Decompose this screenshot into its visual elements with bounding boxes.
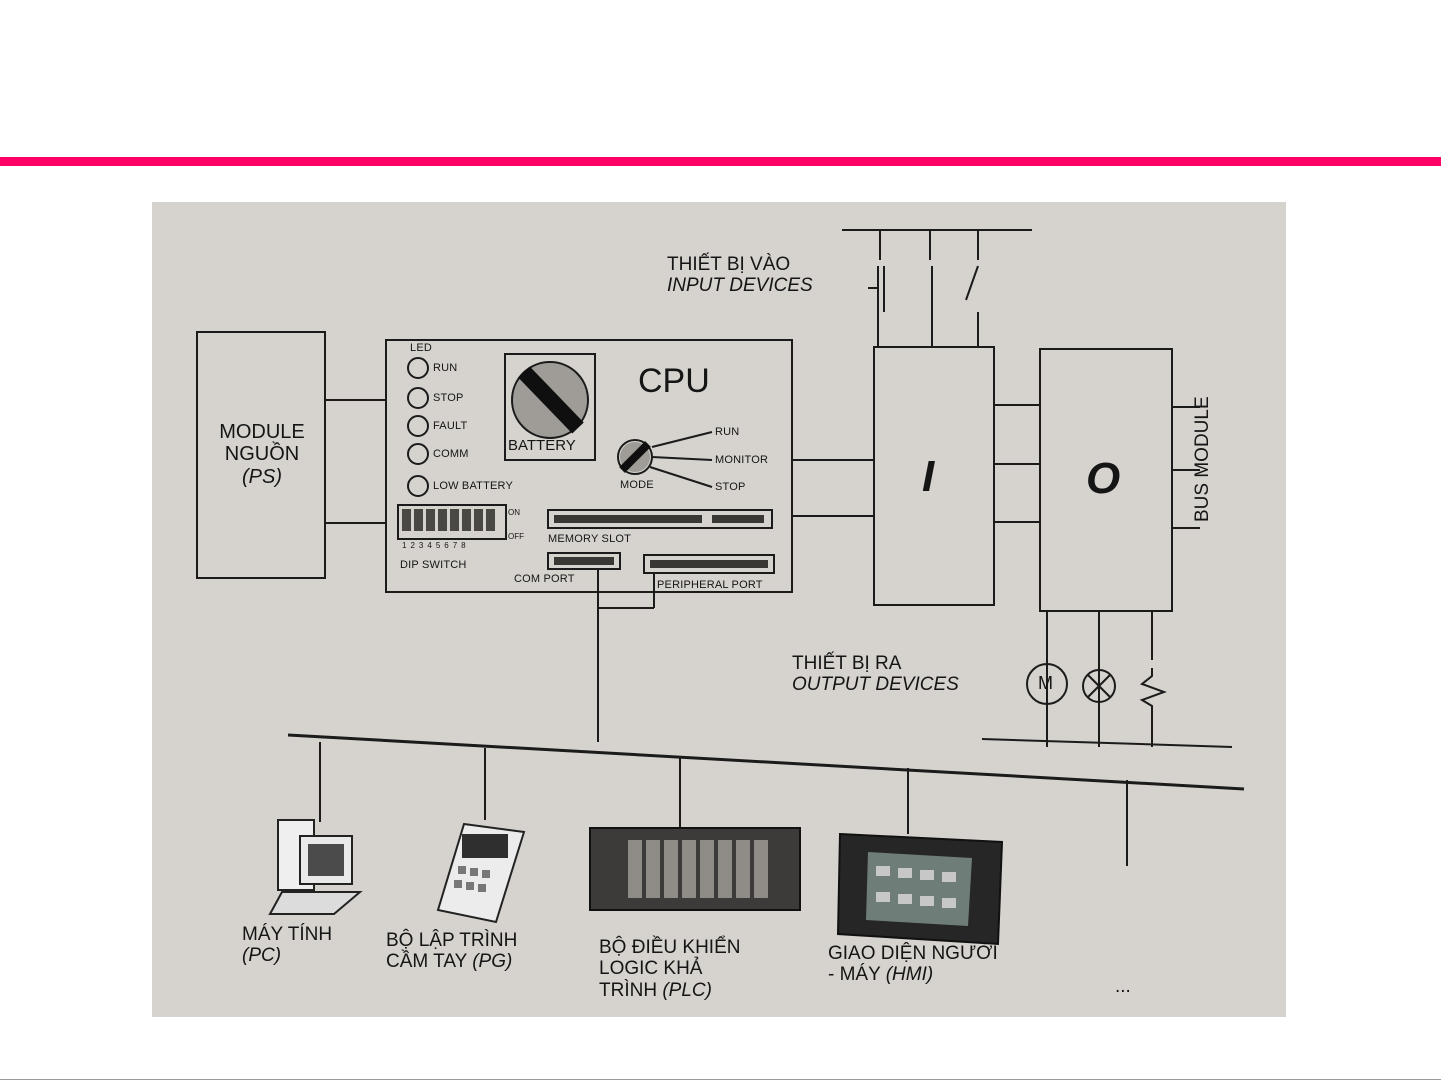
- device-plc-line2: LOGIC KHẢ: [599, 958, 703, 980]
- led-stop-label: STOP: [433, 392, 464, 404]
- output-module-letter: O: [1086, 454, 1121, 503]
- memory-slot-label: MEMORY SLOT: [548, 533, 632, 545]
- power-module-abbr: (PS): [242, 465, 282, 488]
- more-devices-ellipsis: ...: [1115, 976, 1131, 997]
- motor-symbol: M: [1038, 673, 1053, 693]
- dip-switch-label: DIP SWITCH: [400, 559, 467, 571]
- device-pg-line1: BỘ LẬP TRÌNH: [386, 930, 518, 951]
- title-accent-bar: [0, 157, 1441, 166]
- input-module-box: [873, 346, 995, 606]
- led-fault-label: FAULT: [433, 420, 468, 432]
- cpu-title: CPU: [638, 362, 710, 400]
- cpu-box: [385, 339, 793, 593]
- battery-icon: [511, 361, 589, 439]
- pc-computer-icon: [268, 819, 363, 915]
- mode-monitor-label: MONITOR: [715, 454, 769, 466]
- plc-system-diagram: MODULE NGUỒN (PS) CPU LED RUN STOP FAULT…: [152, 202, 1286, 1017]
- power-module-line1: MODULE: [219, 421, 305, 443]
- battery-box: [504, 353, 596, 461]
- plc-rack-icon: [589, 827, 801, 911]
- device-plc-line1: BỘ ĐIỀU KHIỂN: [599, 937, 741, 958]
- diagram-drawing: [196, 229, 1245, 946]
- input-devices-label: THIẾT BỊ VÀO INPUT DEVICES: [667, 254, 813, 297]
- peripheral-port-label: PERIPHERAL PORT: [657, 579, 763, 591]
- device-pg-label: BỘ LẬP TRÌNH CẦM TAY (PG): [386, 930, 517, 973]
- footer-divider: [0, 1079, 1441, 1080]
- port-pins: [554, 557, 768, 568]
- led-header: LED: [410, 342, 432, 354]
- device-plc-label: BỘ ĐIỀU KHIỂN LOGIC KHẢ TRÌNH (PLC): [599, 937, 740, 1001]
- bus-module-label: BUS MODULE: [1192, 396, 1213, 522]
- output-devices-label: THIẾT BỊ RA OUTPUT DEVICES: [792, 653, 959, 696]
- mode-label: MODE: [620, 479, 654, 491]
- led-low-battery-label: LOW BATTERY: [433, 480, 514, 492]
- led-comm-label: COMM: [433, 448, 469, 460]
- output-module-box: [1039, 348, 1173, 612]
- device-pc-name: MÁY TÍNH: [242, 924, 333, 945]
- dip-off-label: OFF: [508, 532, 524, 541]
- output-devices-en: OUTPUT DEVICES: [792, 674, 959, 696]
- com-port-label: COM PORT: [514, 573, 575, 585]
- mode-run-label: RUN: [715, 426, 740, 438]
- battery-label: BATTERY: [508, 437, 576, 454]
- dip-numbers: 12345678: [402, 541, 470, 550]
- device-hmi-line1: GIAO DIỆN NGƯỜI: [828, 943, 998, 964]
- led-run-label: RUN: [433, 362, 458, 374]
- dip-on-label: ON: [508, 508, 520, 517]
- dip-switch-icon: [402, 509, 495, 531]
- device-pg-line2: CẦM TAY (PG): [386, 951, 513, 973]
- hmi-panel-icon: [836, 832, 1004, 946]
- output-devices-vn: THIẾT BỊ RA: [792, 653, 902, 674]
- input-devices-en: INPUT DEVICES: [667, 275, 813, 297]
- memory-slot-pins: [554, 515, 764, 523]
- device-hmi-label: GIAO DIỆN NGƯỜI - MÁY (HMI): [828, 943, 998, 986]
- device-pc-abbr: (PC): [242, 945, 282, 967]
- input-devices-vn: THIẾT BỊ VÀO: [667, 254, 791, 275]
- mode-stop-label: STOP: [715, 481, 746, 493]
- mode-knob-icon: [619, 441, 651, 473]
- input-module-letter: I: [922, 452, 935, 501]
- power-module-box: [196, 331, 326, 579]
- power-module-label: MODULE NGUỒN (PS): [212, 421, 312, 488]
- device-pc-label: MÁY TÍNH (PC): [242, 924, 332, 967]
- device-plc-line3: TRÌNH (PLC): [599, 979, 712, 1001]
- programming-console-icon: [436, 822, 526, 924]
- power-module-line2: NGUỒN: [224, 443, 300, 466]
- device-hmi-line2: - MÁY (HMI): [828, 964, 934, 986]
